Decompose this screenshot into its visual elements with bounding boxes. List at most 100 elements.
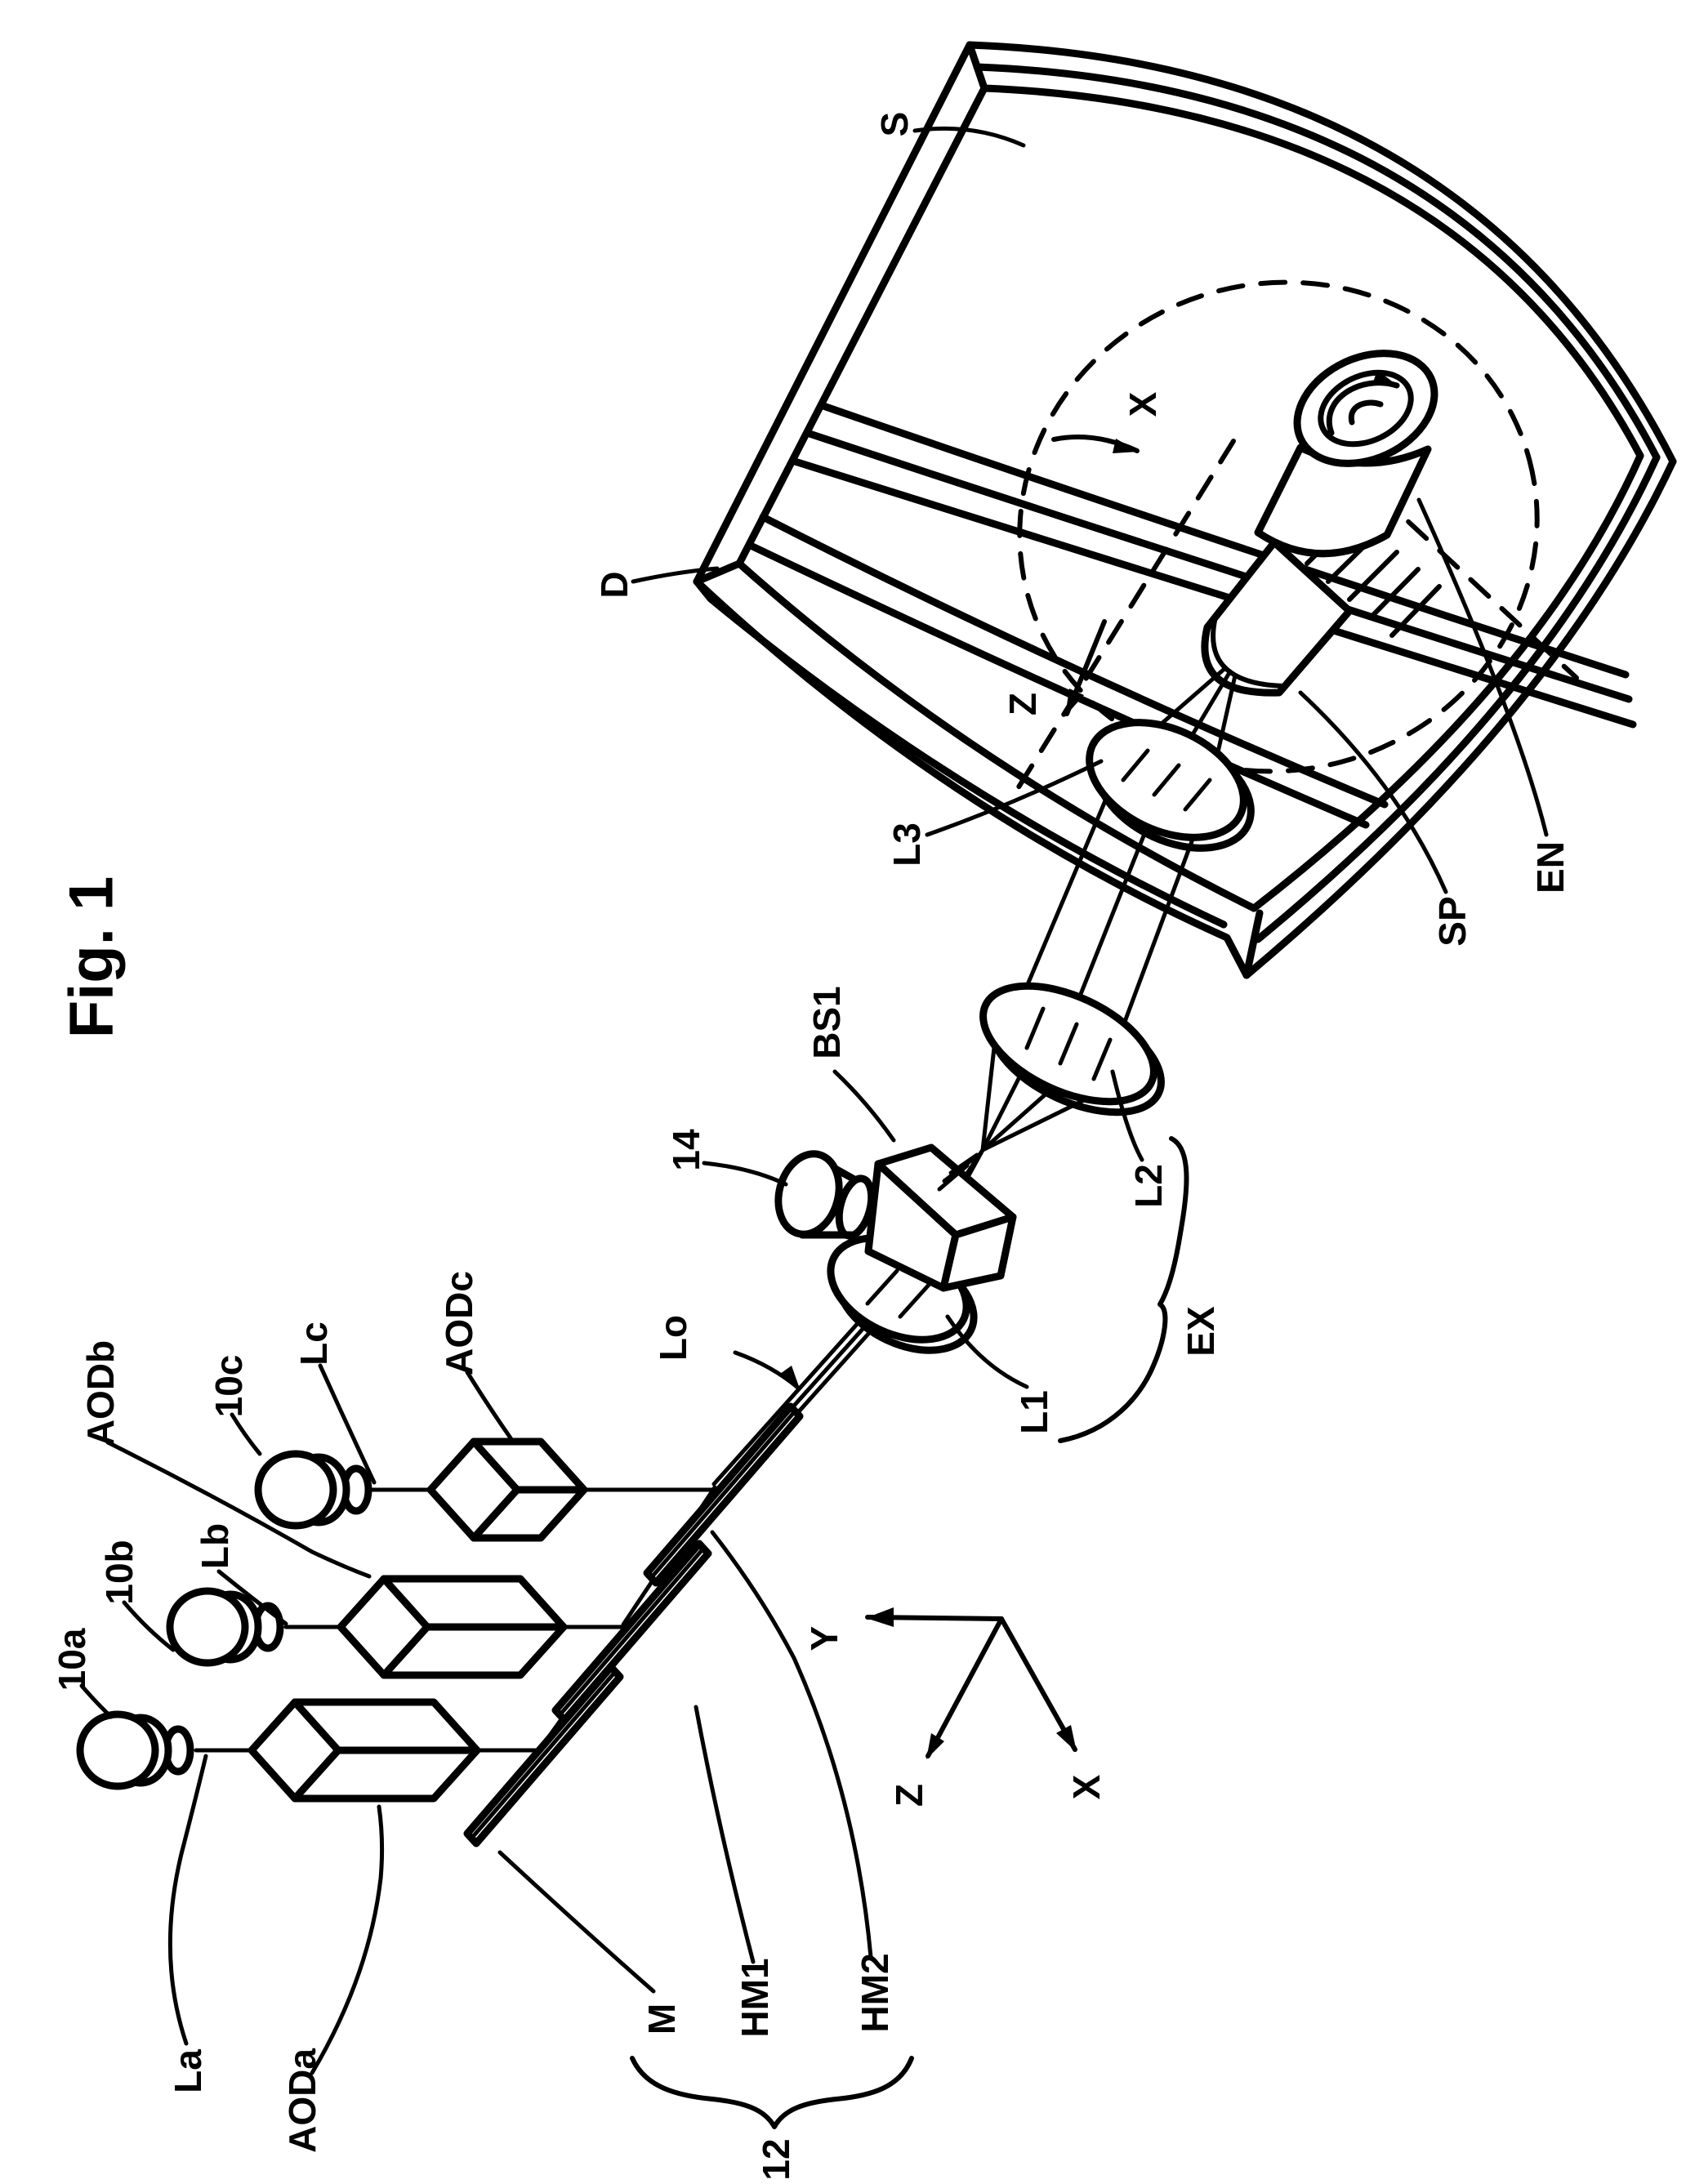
label-en: EN: [1529, 841, 1572, 894]
label-lb: Lb: [194, 1523, 236, 1569]
figure-title: Fig. 1: [57, 876, 127, 1038]
encoder-face-inner: [1318, 369, 1414, 448]
leader-s: [912, 126, 1026, 148]
label-x-scan: X: [1122, 391, 1164, 417]
rotation-arrowhead: [1372, 370, 1398, 386]
label-aodb: AODb: [79, 1340, 122, 1446]
scan-circle-dashed: [1017, 279, 1540, 774]
leader-l1: [945, 1314, 1029, 1389]
label-lo: Lo: [652, 1315, 694, 1361]
photodetector: [774, 1150, 876, 1240]
drum-axis-dashed: [1010, 439, 1236, 799]
aodc-edges: [470, 1437, 588, 1542]
lens-l1-ticks: [865, 1268, 932, 1319]
mirrors: [463, 1402, 804, 1847]
leader-aodb: [105, 1440, 372, 1579]
lo-arrowhead: [780, 1366, 801, 1391]
spinner-cylinder: [1201, 538, 1354, 697]
lens-l3: [1086, 719, 1255, 852]
leader-lc: [318, 1363, 377, 1485]
drum-right-edge-outer: [1242, 457, 1677, 979]
leader-10a: [79, 1683, 114, 1719]
label-l1: L1: [1013, 1390, 1055, 1434]
labels: Fig. 1 S D X Z L3 SP EN BS1 14 L2 EX L1 …: [51, 112, 1572, 2181]
drum-corner-notch: [1242, 909, 1264, 979]
leader-sp: [1298, 690, 1448, 894]
label-laser-10a: 10a: [51, 1628, 93, 1691]
drum-bottom-rim-2: [707, 595, 1228, 929]
aoda-edges: [291, 1698, 481, 1803]
drum-rail-1: [817, 401, 1630, 679]
aod-c-box: [426, 1437, 588, 1542]
label-laser-10b: 10b: [98, 1540, 140, 1604]
mirror-hm1-thickness: [557, 1546, 706, 1718]
drum-top-arc-outer: [966, 41, 1677, 466]
leader-la: [167, 1754, 208, 2046]
label-drum-d: D: [593, 571, 636, 598]
label-l3: L3: [885, 822, 928, 867]
mirror-m-thickness: [469, 1669, 618, 1841]
drum-rail-2: [803, 429, 1633, 703]
label-hm2: HM2: [854, 1953, 896, 2032]
label-aoda: AODa: [281, 2048, 323, 2153]
label-axis-x: X: [1065, 1774, 1108, 1799]
drum-top-arc-mid: [973, 63, 1661, 461]
drum-right-edge-mid: [1254, 453, 1661, 943]
axis-y-arrowhead: [866, 1607, 894, 1627]
label-lc: Lc: [292, 1322, 335, 1366]
lens-l2: [979, 982, 1165, 1117]
leader-hm2: [710, 1530, 873, 1959]
leader-10b: [122, 1600, 176, 1652]
label-axis-z: Z: [888, 1784, 930, 1807]
drum-right-edge-inner: [1250, 452, 1644, 912]
aod-a-box: [248, 1698, 481, 1803]
leader-aoda: [310, 1804, 385, 2075]
leader-lines: [79, 126, 1549, 2075]
mirror-hm2-thickness: [649, 1409, 797, 1580]
drum-corner-topleft: [966, 41, 988, 92]
drum-left-edge-inner: [735, 84, 988, 568]
leader-m: [497, 1850, 656, 1994]
axis-x-arrow: [999, 1616, 1077, 1752]
leader-lb: [216, 1569, 288, 1626]
laser-b-body: [166, 1587, 249, 1667]
label-screen-s: S: [873, 112, 916, 137]
leader-l3: [925, 759, 1104, 837]
detector-body: [774, 1150, 843, 1238]
label-aodc: AODc: [438, 1271, 480, 1375]
laser-10a: [76, 1710, 194, 1790]
leader-en: [1416, 497, 1549, 837]
drum-rail-4: [759, 513, 1389, 809]
cube-beam-ticks: [937, 1152, 979, 1192]
laser-a-body: [76, 1710, 159, 1790]
label-mirror-m: M: [640, 2003, 683, 2035]
label-bs1: BS1: [805, 986, 848, 1059]
laser-10b: [166, 1587, 284, 1667]
label-unit-12: 12: [755, 2138, 797, 2180]
encoder-cylinder: [1254, 350, 1438, 558]
drum-left-edge-outer: [693, 41, 974, 586]
aod-b-box: [337, 1575, 568, 1679]
label-ex: EX: [1180, 1306, 1222, 1357]
coordinate-axes: [865, 1607, 1077, 1759]
leader-14: [702, 1161, 788, 1187]
drum-rail-5: [745, 541, 1370, 829]
spinner-body: [1201, 538, 1354, 697]
axis-x-arrowhead: [1056, 1725, 1077, 1752]
beam-fan-to-l2: [980, 1009, 1138, 1152]
leader-d: [631, 566, 720, 584]
leader-hm1: [694, 1705, 756, 1964]
label-la: La: [167, 2049, 209, 2093]
label-detector-14: 14: [665, 1129, 707, 1171]
lens-l2-ticks: [1024, 1006, 1113, 1081]
label-hm1: HM1: [734, 1958, 776, 2037]
label-z-scan: Z: [1001, 693, 1044, 715]
scan-arrows: [1051, 435, 1140, 716]
leader-aodc: [465, 1370, 514, 1442]
aodb-edges: [380, 1575, 568, 1679]
cube-right-face: [939, 1213, 1017, 1292]
beams: [194, 666, 1238, 1753]
drum-corner-bottomleft: [693, 559, 743, 603]
